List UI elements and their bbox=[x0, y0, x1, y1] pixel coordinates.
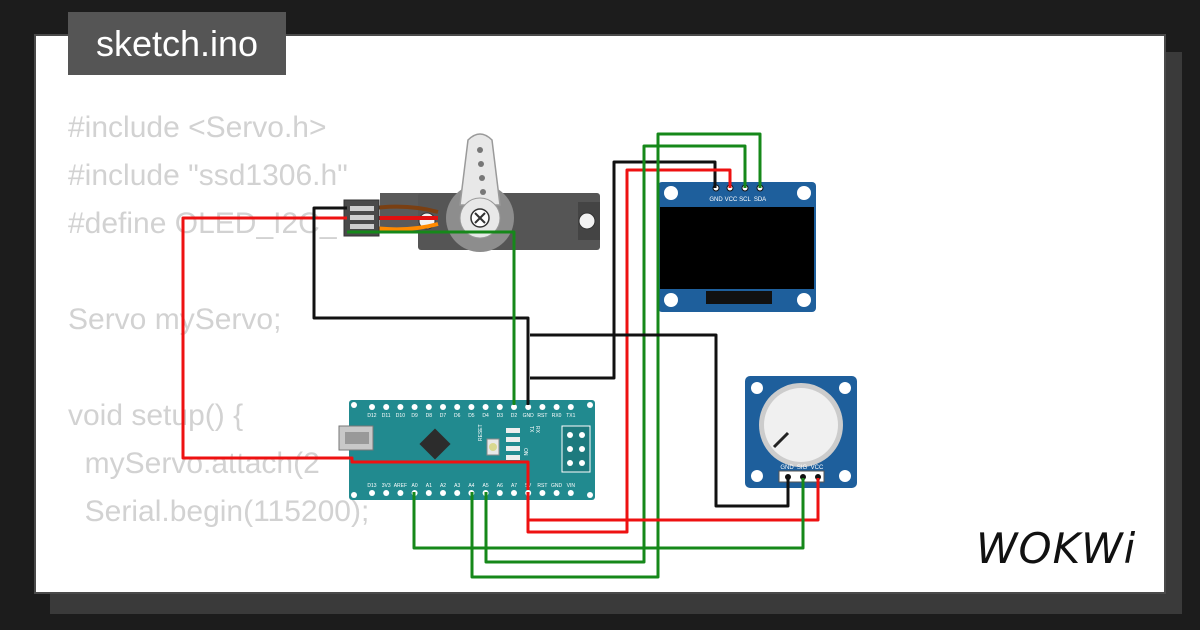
nano-pin-label: A6 bbox=[497, 483, 503, 489]
potentiometer[interactable]: GND SIG VCC bbox=[745, 376, 857, 488]
oled-pin-sda: SDA bbox=[754, 197, 766, 203]
pot-pin-vcc: VCC bbox=[811, 465, 824, 471]
nano-pin-hole[interactable] bbox=[397, 490, 404, 496]
nano-pin-label: D13 bbox=[367, 483, 376, 489]
nano-rx-label: RX bbox=[534, 426, 540, 434]
wokwi-logo: WOKWi bbox=[976, 524, 1137, 573]
nano-pin-hole[interactable] bbox=[468, 404, 475, 410]
wire-servo-gnd bbox=[312, 206, 530, 405]
nano-pin-hole[interactable] bbox=[553, 490, 560, 496]
code-line: Serial.begin(115200); bbox=[68, 495, 370, 528]
oled-pin-gnd: GND bbox=[709, 197, 723, 203]
nano-pin-label: D10 bbox=[396, 413, 405, 419]
nano-pin-hole[interactable] bbox=[454, 490, 461, 496]
nano-pin-hole[interactable] bbox=[425, 404, 432, 410]
nano-pin-label: D3 bbox=[497, 413, 504, 419]
wire-oled-scl bbox=[484, 144, 747, 564]
nano-pin-label: 3V3 bbox=[382, 483, 391, 489]
nano-pin-label: GND bbox=[523, 413, 535, 419]
code-line: Servo myServo; bbox=[68, 303, 282, 336]
code-line: pinMode(A0, INPUT); bbox=[68, 584, 372, 592]
nano-pin-hole[interactable] bbox=[482, 404, 489, 410]
code-preview: #include <Servo.h> #include "ssd1306.h" … bbox=[68, 104, 372, 592]
wire-pot-sig bbox=[412, 478, 805, 550]
nano-pin-label: A1 bbox=[426, 483, 432, 489]
nano-pin-label: A0 bbox=[412, 483, 418, 489]
nano-tx-label: TX bbox=[528, 426, 534, 433]
nano-pin-hole[interactable] bbox=[369, 404, 375, 410]
servo-connector[interactable] bbox=[343, 199, 380, 237]
code-line: void setup() { bbox=[68, 399, 244, 432]
nano-pin-hole[interactable] bbox=[383, 490, 390, 496]
nano-pin-hole[interactable] bbox=[496, 490, 503, 496]
nano-pin-hole[interactable] bbox=[369, 490, 375, 496]
nano-pin-label: RST bbox=[537, 483, 547, 489]
servo-motor[interactable] bbox=[380, 133, 600, 252]
filename-tab[interactable]: sketch.ino bbox=[68, 12, 286, 75]
nano-pin-hole[interactable] bbox=[496, 404, 503, 410]
nano-pin-label: D11 bbox=[382, 413, 391, 419]
nano-pin-label: A2 bbox=[440, 483, 446, 489]
code-line: #include "ssd1306.h" bbox=[68, 159, 348, 192]
wire-pot-vcc bbox=[528, 478, 820, 522]
nano-pin-label: TX1 bbox=[566, 413, 575, 419]
code-line: myServo.attach(2 bbox=[68, 447, 320, 480]
nano-pin-hole[interactable] bbox=[411, 404, 418, 410]
nano-pin-hole[interactable] bbox=[440, 490, 446, 496]
nano-pin-label: D4 bbox=[482, 413, 489, 419]
oled-pin-vcc: VCC bbox=[725, 197, 738, 203]
wire-servo-signal bbox=[347, 230, 516, 405]
nano-pin-label: GND bbox=[551, 483, 563, 489]
nano-pin-hole[interactable] bbox=[567, 404, 574, 410]
nano-pin-hole[interactable] bbox=[440, 404, 446, 410]
pot-pin-sig: SIG bbox=[797, 465, 808, 471]
nano-pin-label: D2 bbox=[511, 413, 518, 419]
wire-pot-gnd bbox=[530, 333, 790, 508]
nano-pin-label: D7 bbox=[440, 413, 447, 419]
nano-pin-hole[interactable] bbox=[454, 404, 461, 410]
nano-pin-hole[interactable] bbox=[511, 404, 517, 410]
project-card: #include <Servo.h> #include "ssd1306.h" … bbox=[34, 34, 1166, 594]
nano-pin-label: A3 bbox=[454, 483, 460, 489]
nano-pin-hole[interactable] bbox=[539, 490, 546, 496]
nano-pin-label: D5 bbox=[468, 413, 475, 419]
nano-on-label: ON bbox=[522, 448, 528, 456]
pot-pin-gnd: GND bbox=[780, 465, 794, 471]
nano-pin-label: A7 bbox=[511, 483, 517, 489]
nano-pin-hole[interactable] bbox=[425, 490, 432, 496]
nano-pin-hole[interactable] bbox=[397, 404, 404, 410]
oled-display[interactable]: GND VCC SCL SDA bbox=[658, 182, 816, 312]
wire-oled-vcc bbox=[526, 168, 732, 534]
nano-pin-label: VIN bbox=[567, 483, 576, 489]
wire-oled-sda bbox=[470, 132, 762, 579]
nano-pin-label: D12 bbox=[367, 413, 376, 419]
nano-pin-label: D6 bbox=[454, 413, 461, 419]
nano-pin-label: AREF bbox=[394, 483, 407, 489]
wire-servo-vcc bbox=[181, 216, 530, 490]
servo-cable bbox=[374, 204, 439, 232]
nano-pin-label: D8 bbox=[426, 413, 433, 419]
nano-pin-hole[interactable] bbox=[511, 490, 517, 496]
code-line: #include <Servo.h> bbox=[68, 111, 327, 144]
wires bbox=[181, 132, 820, 579]
oled-pin-scl: SCL bbox=[739, 197, 751, 203]
nano-pin-hole[interactable] bbox=[567, 490, 574, 496]
nano-reset-label: RESET bbox=[478, 424, 484, 441]
code-line: #define OLED_I2C_ bbox=[68, 207, 337, 240]
nano-pin-label: RX0 bbox=[552, 413, 562, 419]
nano-pin-label: RST bbox=[537, 413, 547, 419]
nano-pin-hole[interactable] bbox=[539, 404, 546, 410]
nano-pin-hole[interactable] bbox=[553, 404, 560, 410]
nano-pin-label: A4 bbox=[468, 483, 474, 489]
nano-pin-label: A5 bbox=[483, 483, 489, 489]
nano-pin-label: D9 bbox=[411, 413, 418, 419]
nano-pin-hole[interactable] bbox=[525, 404, 532, 410]
nano-pin-hole[interactable] bbox=[383, 404, 390, 410]
